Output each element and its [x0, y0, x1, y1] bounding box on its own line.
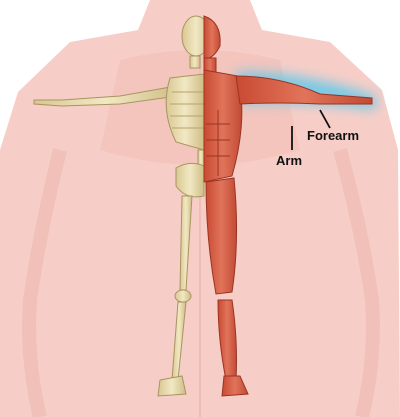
- arm-label: Arm: [276, 153, 303, 168]
- skeleton-half: [33, 15, 211, 397]
- forearm-pointer-line: [319, 109, 331, 129]
- forearm-label: Forearm: [307, 128, 360, 143]
- muscle-half: [203, 15, 373, 397]
